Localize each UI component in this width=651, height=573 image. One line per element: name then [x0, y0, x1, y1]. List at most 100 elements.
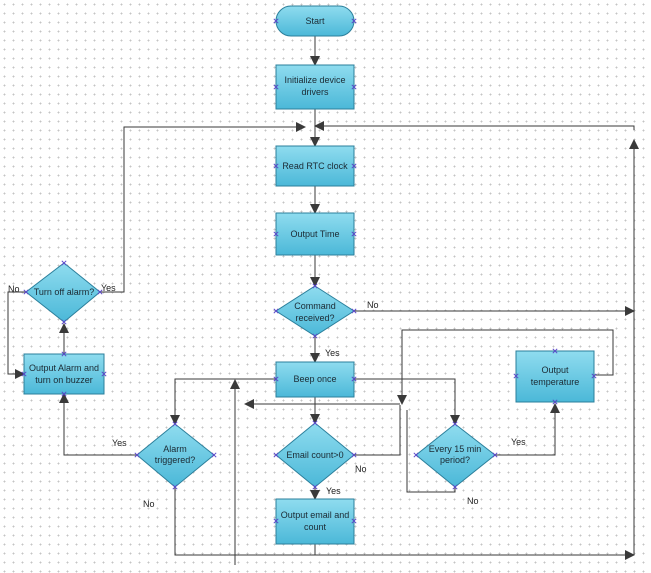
node-output-alarm-line-1: Output Alarm and	[29, 363, 99, 373]
node-alarm-line-1: Alarm	[163, 444, 187, 454]
node-start[interactable]: Start	[275, 5, 355, 37]
node-output-email[interactable]: Output email and count	[275, 498, 355, 545]
connection-marker-6	[273, 231, 279, 237]
connection-marker-28	[61, 260, 67, 266]
node-init[interactable]: Initialize device drivers	[275, 64, 355, 110]
connection-marker-0	[273, 18, 279, 24]
node-output-email-line-1: Output email and	[281, 510, 350, 520]
node-output-alarm-line-2: turn on buzzer	[35, 375, 93, 385]
edge-email-no	[354, 405, 401, 456]
node-time-label: Output Time	[290, 229, 339, 239]
connection-marker-33	[413, 452, 419, 458]
connection-marker-16	[351, 452, 357, 458]
connection-marker-21	[134, 452, 140, 458]
edge-every15-yes	[495, 403, 560, 456]
label-turnoff-yes: Yes	[101, 283, 116, 293]
connection-marker-22	[211, 452, 217, 458]
connection-marker-29	[23, 289, 29, 295]
connection-marker-35	[452, 484, 458, 490]
node-output-email-line-2: count	[304, 522, 327, 532]
connection-marker-30	[97, 289, 103, 295]
node-command-line-1: Command	[294, 301, 336, 311]
connection-marker-12	[273, 376, 279, 382]
label-command-no: No	[367, 300, 379, 310]
edges	[7, 36, 639, 565]
nodes: Start Initialize device drivers Read RTC…	[23, 5, 595, 545]
node-beep-label: Beep once	[293, 374, 336, 384]
connection-marker-38	[552, 348, 558, 354]
connection-marker-23	[172, 484, 178, 490]
connection-marker-26	[61, 351, 67, 357]
node-init-line-2: drivers	[301, 87, 329, 97]
connection-marker-13	[351, 376, 357, 382]
node-alarm-triggered[interactable]: Alarm triggered?	[136, 423, 215, 488]
label-email-no: No	[355, 464, 367, 474]
edge-beep-to-every15	[354, 378, 460, 425]
label-command-yes: Yes	[325, 348, 340, 358]
node-output-temperature-line-1: Output	[541, 365, 569, 375]
connection-marker-7	[351, 231, 357, 237]
node-beep[interactable]: Beep once	[275, 361, 355, 398]
label-alarm-yes: Yes	[112, 438, 127, 448]
connection-marker-10	[351, 308, 357, 314]
connection-marker-17	[312, 484, 318, 490]
connection-marker-2	[273, 84, 279, 90]
connection-markers	[21, 18, 597, 524]
node-output-temperature[interactable]: Output temperature	[515, 350, 595, 403]
node-command[interactable]: Command received?	[275, 285, 355, 337]
node-init-line-1: Initialize device	[284, 75, 345, 85]
connection-marker-14	[312, 420, 318, 426]
node-time[interactable]: Output Time	[275, 212, 355, 256]
edge-alarm-no	[174, 487, 635, 560]
node-output-alarm[interactable]: Output Alarm and turn on buzzer	[23, 353, 105, 395]
connection-marker-37	[591, 373, 597, 379]
label-every15-no: No	[467, 496, 479, 506]
node-turn-off-alarm[interactable]: Turn off alarm?	[25, 262, 101, 323]
edge-every15-no	[406, 410, 456, 493]
connection-marker-18	[273, 518, 279, 524]
edge-alarm-yes	[59, 393, 137, 456]
node-rtc[interactable]: Read RTC clock	[275, 145, 355, 187]
connection-marker-24	[21, 371, 27, 377]
edge-turnoff-no	[7, 291, 26, 379]
connection-marker-8	[312, 283, 318, 289]
node-start-label: Start	[305, 16, 325, 26]
connection-marker-4	[273, 163, 279, 169]
connection-marker-19	[351, 518, 357, 524]
label-every15-yes: Yes	[511, 437, 526, 447]
edge-turnoff-yes-to-top	[100, 122, 306, 293]
connection-marker-15	[273, 452, 279, 458]
connection-marker-9	[273, 308, 279, 314]
edge-temp-loop	[397, 329, 614, 405]
node-every15-line-2: period?	[440, 455, 470, 465]
node-every15-line-1: Every 15 min	[429, 444, 482, 454]
connection-marker-32	[452, 421, 458, 427]
label-email-yes: Yes	[326, 486, 341, 496]
node-rtc-label: Read RTC clock	[282, 161, 348, 171]
node-turn-off-label: Turn off alarm?	[34, 287, 95, 297]
node-alarm-line-2: triggered?	[155, 455, 196, 465]
connection-marker-34	[492, 452, 498, 458]
connection-marker-39	[552, 399, 558, 405]
node-email-count-label: Email count>0	[286, 450, 343, 460]
connection-marker-27	[61, 391, 67, 397]
label-alarm-no: No	[143, 499, 155, 509]
node-email-count[interactable]: Email count>0	[275, 422, 355, 488]
label-turnoff-no: No	[8, 284, 20, 294]
edge-loop-top-return	[314, 121, 635, 131]
connection-marker-31	[61, 319, 67, 325]
edge-beep-to-alarm	[170, 378, 276, 425]
node-every-15-min[interactable]: Every 15 min period?	[415, 423, 496, 488]
connection-marker-5	[351, 163, 357, 169]
edge-labels: No Yes No Yes Yes No No Yes Yes No	[8, 283, 526, 509]
connection-marker-36	[513, 373, 519, 379]
connection-marker-25	[101, 371, 107, 377]
node-output-temperature-line-2: temperature	[531, 377, 580, 387]
node-command-line-2: received?	[295, 313, 334, 323]
connection-marker-3	[351, 84, 357, 90]
connection-marker-11	[312, 333, 318, 339]
connection-marker-1	[351, 18, 357, 24]
connection-marker-20	[172, 421, 178, 427]
